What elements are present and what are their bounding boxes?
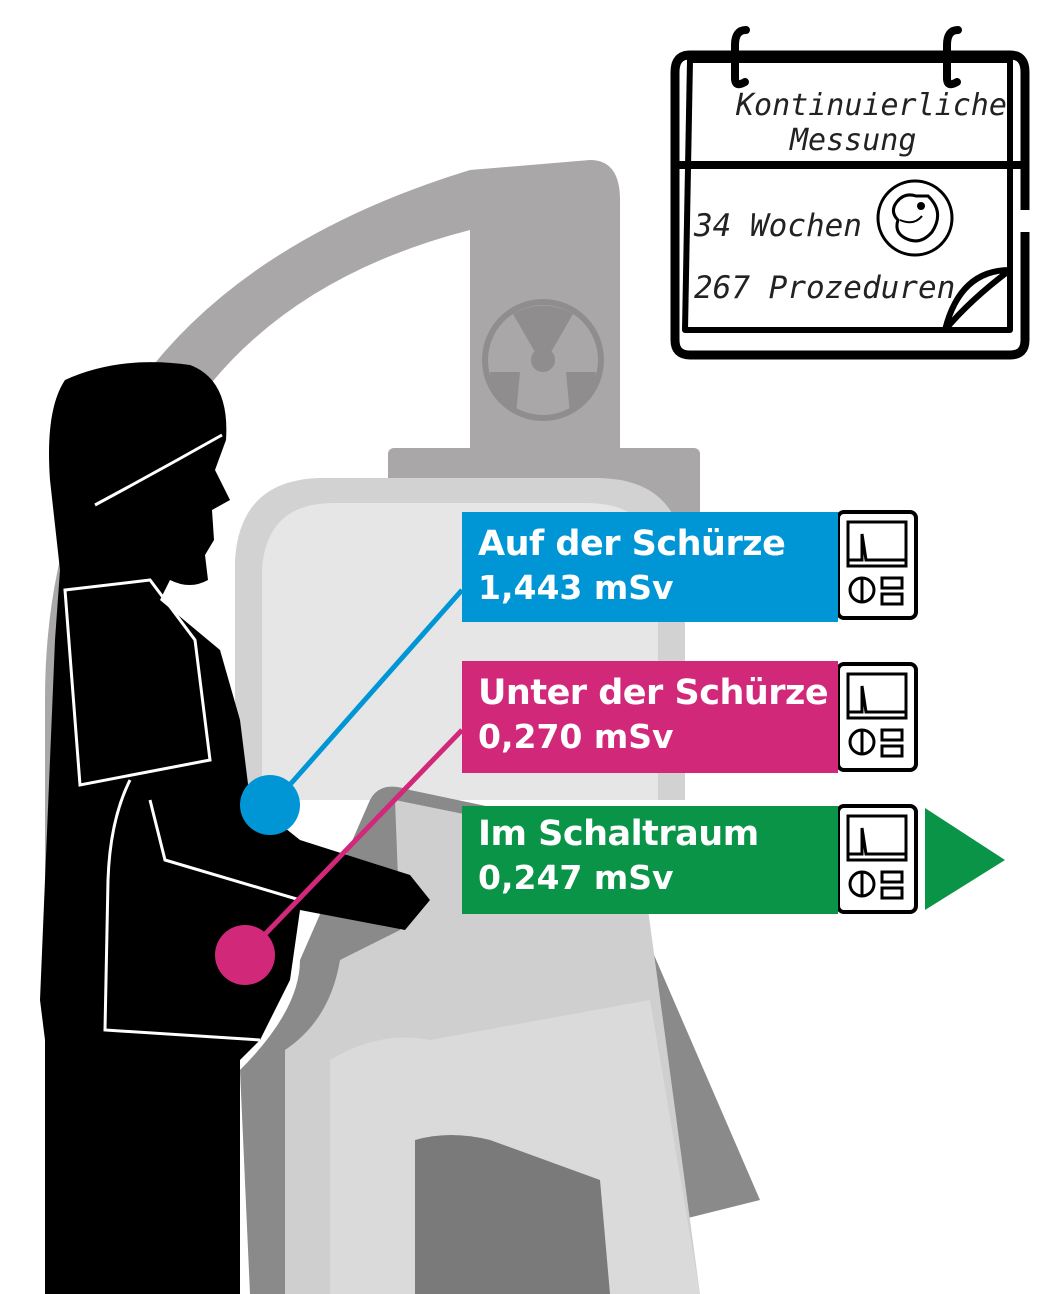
radiation-icon — [482, 299, 604, 421]
dot-apron-on — [240, 775, 300, 835]
calendar-title-line2: Messung — [790, 123, 917, 158]
measurement-apron-on: Auf der Schürze 1,443 mSv — [462, 512, 838, 622]
calendar — [670, 26, 1030, 360]
calendar-weeks: 34 Wochen — [694, 208, 862, 244]
calendar-title-line1: Kontinuierliche — [736, 88, 1007, 123]
measurement-apron-under: Unter der Schürze 0,270 mSv — [462, 661, 838, 773]
measurement-title: Auf der Schürze — [478, 524, 786, 564]
person-silhouette — [40, 362, 430, 1294]
embryo-icon — [876, 179, 954, 257]
connector-line-apron-on — [270, 588, 464, 807]
calendar-procedures: 267 Prozeduren — [694, 270, 956, 306]
measurement-value: 0,270 mSv — [478, 717, 674, 756]
measurement-control-room: Im Schaltraum 0,247 mSv — [462, 806, 838, 914]
dosimeter-icon — [836, 510, 918, 620]
dosimeter-icon — [836, 662, 918, 772]
connectors — [215, 588, 464, 985]
dosimeter-icon — [836, 804, 918, 914]
connector-line-apron-under — [243, 728, 464, 957]
arrow-head — [925, 808, 1005, 910]
dot-apron-under — [215, 925, 275, 985]
measurement-value: 0,247 mSv — [478, 858, 674, 897]
measurement-title: Im Schaltraum — [478, 814, 759, 854]
measurement-value: 1,443 mSv — [478, 568, 674, 607]
measurement-title: Unter der Schürze — [478, 673, 829, 713]
